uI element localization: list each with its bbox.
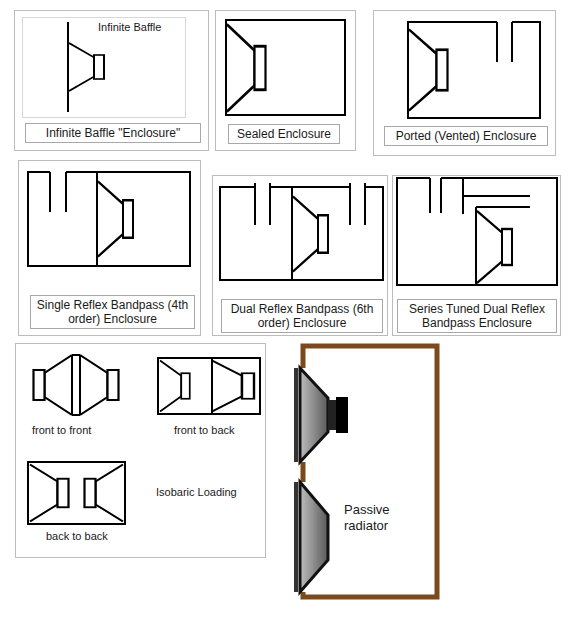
diagram-label: back to back bbox=[46, 530, 108, 543]
driver bbox=[296, 368, 348, 462]
diagram-label: Passive radiator bbox=[344, 502, 414, 534]
caption-text: Single Reflex Bandpass (4th order) Enclo… bbox=[34, 298, 191, 326]
caption-text: Ported (Vented) Enclosure bbox=[396, 129, 537, 143]
caption-box: Sealed Enclosure bbox=[228, 124, 340, 144]
diagram-label: front to back bbox=[174, 424, 235, 437]
diagram-label: Infinite Baffle bbox=[98, 21, 161, 34]
caption-text: Sealed Enclosure bbox=[237, 127, 331, 141]
caption-box: Single Reflex Bandpass (4th order) Enclo… bbox=[30, 295, 195, 329]
diagram-label: Isobaric Loading bbox=[156, 486, 237, 499]
caption-box: Series Tuned Dual Reflex Bandpass Enclos… bbox=[397, 299, 557, 333]
caption-box: Ported (Vented) Enclosure bbox=[384, 126, 548, 146]
caption-box: Dual Reflex Bandpass (6th order) Enclosu… bbox=[221, 299, 383, 333]
diagram-label: front to front bbox=[32, 424, 91, 437]
caption-box: Infinite Baffle "Enclosure" bbox=[25, 123, 201, 143]
caption-text: Infinite Baffle "Enclosure" bbox=[46, 126, 180, 140]
caption-text: Dual Reflex Bandpass (6th order) Enclosu… bbox=[225, 302, 379, 330]
passive-radiator bbox=[296, 482, 328, 592]
caption-text: Series Tuned Dual Reflex Bandpass Enclos… bbox=[401, 302, 553, 330]
